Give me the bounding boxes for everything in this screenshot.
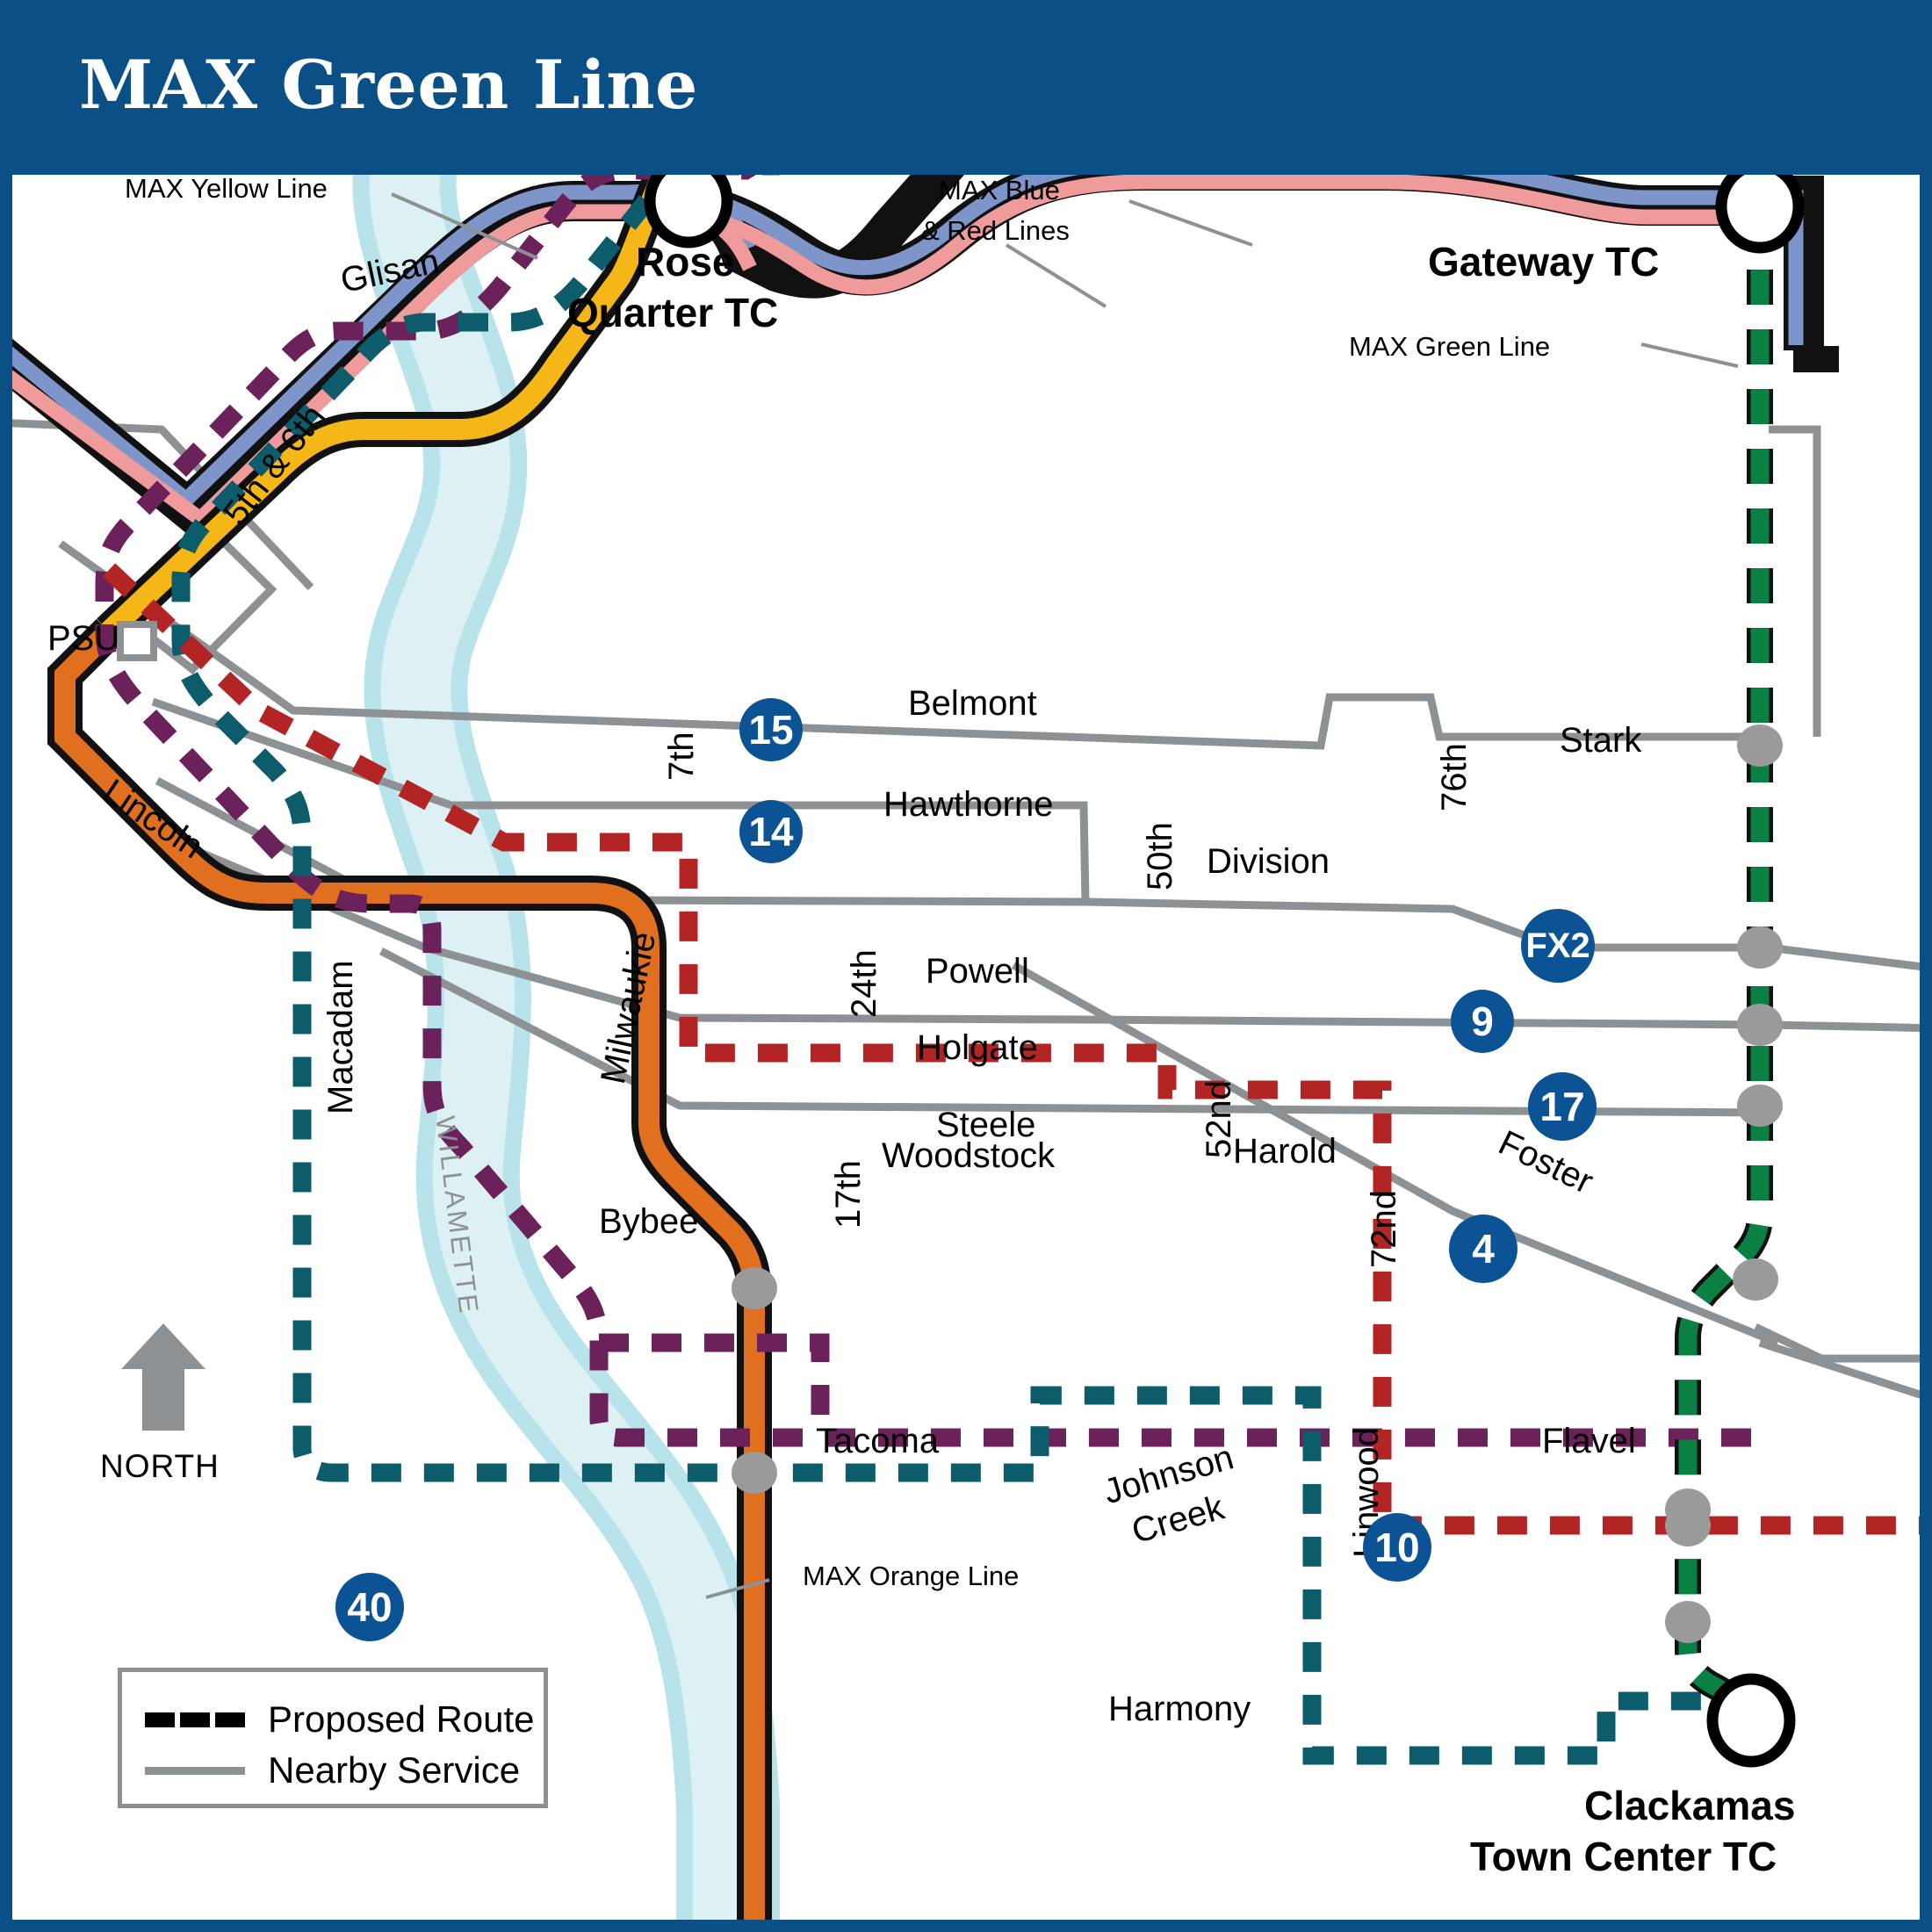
label-50th: 50th [1141, 822, 1179, 890]
legend-label-proposed-route: Proposed Route [268, 1698, 535, 1740]
bus-badge-4[interactable]: 4 [1449, 1215, 1517, 1283]
proposed-route-red [102, 563, 1920, 1535]
north-arrow-icon [121, 1323, 205, 1431]
label-macadam: Macadam [321, 960, 360, 1114]
label-72nd: 72nd [1365, 1190, 1403, 1268]
stop-marker [1737, 926, 1783, 969]
max-orange-line [47, 618, 772, 1920]
nearby-service-swatch-icon [145, 1766, 245, 1775]
bus-badge-15[interactable]: 15 [739, 698, 803, 761]
label-woodstock: Woodstock [882, 1136, 1056, 1175]
psu-marker-icon [117, 621, 157, 661]
label-stark: Stark [1560, 721, 1642, 760]
stop-marker [1733, 1258, 1778, 1301]
label-max-red-line: & Red Lines [921, 215, 1070, 246]
annotation-leader-lines [391, 192, 1739, 1599]
map-header-bar: MAX Green Line [12, 12, 1920, 175]
rose-quarter-tc-marker [644, 175, 733, 249]
label-17th: 17th [829, 1160, 868, 1229]
label-max-blue-line: MAX Blue [939, 175, 1060, 205]
stop-marker [1665, 1504, 1711, 1546]
transit-center-markers [644, 175, 1805, 1768]
leader-red [1005, 243, 1107, 308]
transit-stops [732, 724, 1783, 1643]
label-town-center-tc: Town Center TC [1470, 1834, 1777, 1879]
label-division: Division [1207, 842, 1330, 881]
gateway-tc-marker [1715, 175, 1805, 254]
label-bybee: Bybee [599, 1202, 699, 1241]
proposed-route-swatch-icon [145, 1712, 245, 1727]
max-green-line [1675, 210, 1773, 1719]
label-psu: PSU [47, 619, 120, 658]
proposed-route-teal [171, 175, 1751, 1765]
label-tacoma: Tacoma [816, 1422, 940, 1460]
label-76th: 76th [1435, 743, 1474, 811]
label-harmony: Harmony [1108, 1690, 1251, 1728]
map-canvas: MAX Yellow Line MAX Blue & Red Lines MAX… [12, 175, 1920, 1920]
bus-badge-40[interactable]: 40 [335, 1573, 404, 1641]
label-hawthorne: Hawthorne [883, 785, 1054, 824]
label-max-orange-line: MAX Orange Line [803, 1561, 1020, 1591]
north-label: NORTH [100, 1448, 220, 1484]
stop-marker [732, 1267, 777, 1309]
stop-marker [1737, 1085, 1783, 1127]
label-harold: Harold [1233, 1132, 1337, 1171]
label-max-green-line: MAX Green Line [1349, 331, 1551, 362]
stop-marker [1665, 1601, 1711, 1643]
leader-blue [1128, 199, 1253, 247]
label-powell: Powell [926, 952, 1029, 991]
label-clackamas: Clackamas [1584, 1783, 1796, 1828]
bus-badge-14[interactable]: 14 [739, 800, 803, 863]
label-rose: Rose [636, 239, 735, 285]
legend-row-proposed-route: Proposed Route [145, 1698, 535, 1741]
bus-badge-9[interactable]: 9 [1451, 990, 1514, 1053]
label-holgate: Holgate [917, 1028, 1038, 1067]
map-geometry-layer [12, 175, 1920, 1920]
label-quarter-tc: Quarter TC [567, 290, 779, 335]
leader-orange [705, 1578, 770, 1599]
label-gateway-tc: Gateway TC [1428, 239, 1660, 285]
leader-green [1640, 342, 1739, 368]
stop-marker [732, 1452, 777, 1494]
clackamas-tc-marker [1706, 1673, 1796, 1768]
leader-yellow [391, 192, 538, 260]
bus-badge-10[interactable]: 10 [1363, 1513, 1431, 1582]
label-steele: Steele [936, 1106, 1036, 1144]
stop-marker [1737, 1004, 1783, 1046]
stop-marker [1737, 724, 1783, 767]
legend: Proposed Route Nearby Service [118, 1668, 548, 1808]
label-7th: 7th [662, 732, 701, 781]
label-flavel: Flavel [1542, 1422, 1636, 1460]
label-belmont: Belmont [908, 684, 1037, 723]
bus-badge-fx2[interactable]: FX2 [1521, 909, 1595, 983]
label-max-yellow-line: MAX Yellow Line [125, 175, 328, 204]
label-52nd: 52nd [1200, 1080, 1238, 1158]
legend-row-nearby-service: Nearby Service [145, 1749, 520, 1791]
page-title: MAX Green Line [79, 46, 698, 124]
bus-badge-17[interactable]: 17 [1528, 1072, 1597, 1141]
proposed-route-purple-bybee [599, 1333, 830, 1438]
legend-label-nearby-service: Nearby Service [268, 1749, 521, 1791]
label-24th: 24th [845, 949, 883, 1018]
